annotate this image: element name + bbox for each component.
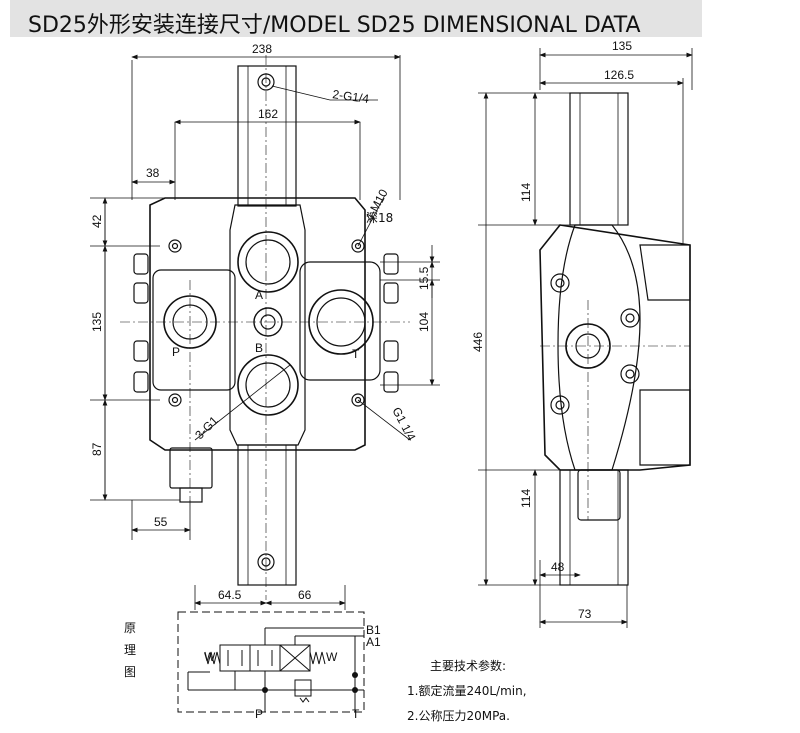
dim-front-top-width: 162 — [258, 107, 278, 121]
lower-port-circle — [237, 354, 299, 416]
side-top-bar — [569, 92, 629, 226]
port-label-p: P — [172, 345, 180, 359]
dim-side-bottom-height: 114 — [519, 489, 533, 508]
schematic-spring-left: W — [204, 650, 216, 664]
dim-side-overall-height: 446 — [471, 332, 485, 352]
front-bottom-bar — [237, 444, 297, 586]
callout-side-port: G1 1/4 — [389, 405, 418, 444]
dim-front-overall-width: 238 — [252, 42, 272, 56]
side-view — [539, 92, 691, 586]
port-a-circle — [237, 231, 299, 293]
dim-front-top-height: 42 — [90, 214, 104, 228]
port-label-t: T — [352, 347, 360, 361]
schematic-port-t: T — [352, 707, 360, 721]
callout-depth: 深18 — [366, 211, 393, 225]
schematic-label-3: 图 — [124, 665, 136, 679]
specs-heading: 主要技术参数: — [430, 659, 507, 673]
callout-work-ports: 3-G1 — [192, 413, 221, 442]
schematic-label-1: 原 — [124, 621, 136, 635]
dim-front-port-offset: 15.5 — [417, 266, 431, 290]
page-title: SD25外形安装连接尺寸/MODEL SD25 DIMENSIONAL DATA — [28, 13, 641, 38]
port-label-a: A — [255, 288, 263, 302]
dim-front-bottom-offset: 55 — [154, 515, 168, 529]
dim-side-bottom-width: 73 — [578, 607, 592, 621]
specs-item-flow: 1.额定流量240L/min, — [407, 684, 527, 698]
front-dimensions — [90, 54, 440, 610]
dim-front-bottom-height: 87 — [90, 442, 104, 456]
dim-side-top-height: 114 — [519, 183, 533, 202]
schematic-port-b1: B1 — [366, 623, 381, 637]
dim-front-bottom-left: 64.5 — [218, 588, 242, 602]
dim-side-bottom-offset: 48 — [551, 560, 565, 574]
schematic-port-a1: A1 — [366, 635, 381, 649]
port-label-b: B — [255, 341, 263, 355]
schematic-spring-right: W — [326, 650, 338, 664]
dim-front-left-offset: 38 — [146, 166, 160, 180]
front-view — [120, 55, 410, 600]
schematic-port-p: P — [255, 707, 263, 721]
schematic-label-2: 理 — [124, 643, 136, 657]
dim-front-port-spacing: 104 — [417, 312, 431, 332]
callout-top-port: 2-G1/4 — [332, 87, 371, 106]
side-body-outline — [539, 224, 691, 471]
dim-front-bottom-right: 66 — [298, 588, 312, 602]
front-left-section — [152, 269, 236, 391]
relief-valve — [169, 447, 213, 489]
dim-side-inner-width: 126.5 — [604, 68, 634, 82]
schematic-boundary — [177, 611, 365, 713]
front-right-section — [299, 261, 381, 381]
front-top-bar — [237, 65, 297, 207]
front-body-outline — [149, 197, 366, 451]
dim-side-overall-width: 135 — [612, 39, 632, 53]
dim-front-mid-height: 135 — [90, 312, 104, 332]
specs-item-pressure: 2.公称压力20MPa. — [407, 709, 510, 723]
front-center-section — [229, 204, 306, 446]
title-bar: SD25外形安装连接尺寸/MODEL SD25 DIMENSIONAL DATA — [10, 0, 702, 38]
side-dimensions — [478, 48, 693, 628]
